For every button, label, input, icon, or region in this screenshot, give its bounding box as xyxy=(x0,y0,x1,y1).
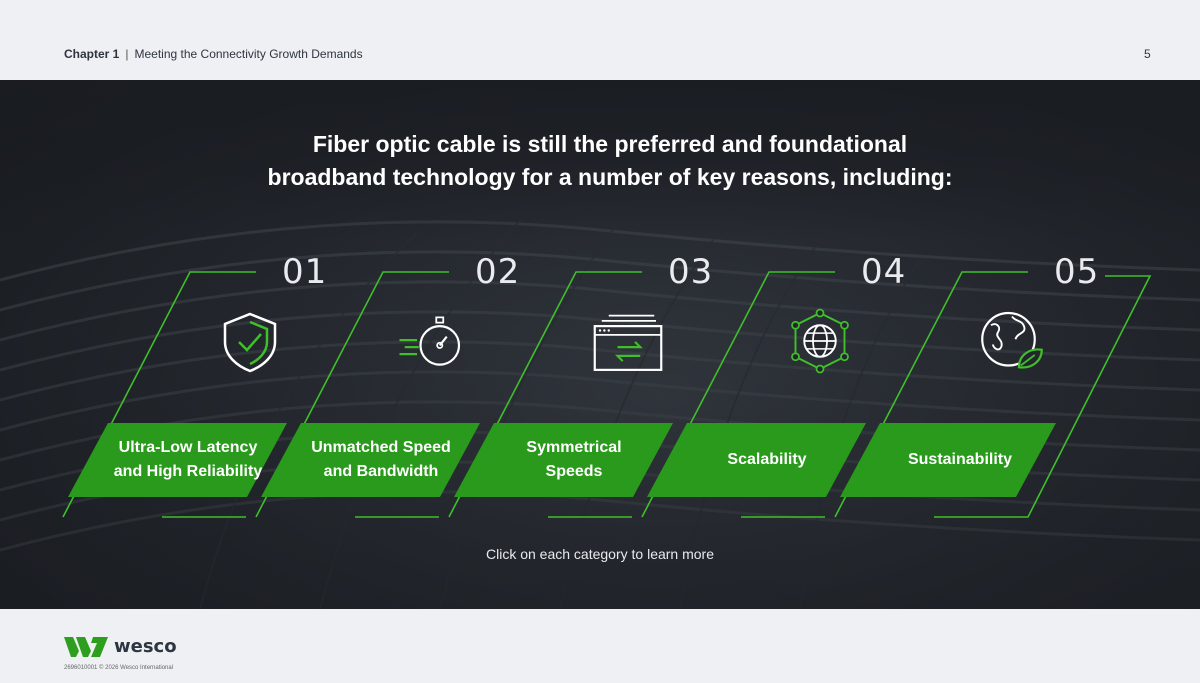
hero-panel: Fiber optic cable is still the preferred… xyxy=(0,80,1200,609)
category-label: Unmatched Speed and Bandwidth xyxy=(281,423,481,497)
category-label-line-1: Scalability xyxy=(727,451,807,468)
category-cards: 01 Ultra-Low Latency and High Reliability… xyxy=(0,80,1200,609)
category-number: 01 xyxy=(282,252,328,292)
card-frame-lines xyxy=(62,271,1152,518)
chapter-title: Meeting the Connectivity Growth Demands xyxy=(134,47,363,61)
wesco-logo: wesco xyxy=(64,636,177,657)
chapter-label: Chapter 1 xyxy=(64,47,120,61)
cable-spool-background xyxy=(0,80,1200,609)
headline-line-1: Fiber optic cable is still the preferred… xyxy=(312,131,908,157)
brand-name: wesco xyxy=(114,636,177,657)
wesco-w-icon xyxy=(64,636,108,657)
category-label-line-1: Symmetrical xyxy=(526,439,622,456)
page-number: 5 xyxy=(1144,47,1151,61)
shield-check-icon xyxy=(223,312,277,373)
category-card-sustainability[interactable]: 05 Sustainability xyxy=(832,80,1098,609)
category-number: 03 xyxy=(668,252,714,292)
headline-line-2: broadband technology for a number of key… xyxy=(267,164,953,190)
category-card-latency[interactable]: 01 Ultra-Low Latency and High Reliability xyxy=(60,80,326,609)
hero-headline: Fiber optic cable is still the preferred… xyxy=(150,128,1070,194)
category-label: Ultra-Low Latency and High Reliability xyxy=(88,423,288,497)
category-label-line-1: Ultra-Low Latency xyxy=(118,439,258,456)
category-label-line-2: Speeds xyxy=(545,463,603,480)
category-number: 04 xyxy=(861,252,907,292)
click-instruction: Click on each category to learn more xyxy=(486,546,714,562)
category-card-scalability[interactable]: 04 Scalability xyxy=(639,80,905,609)
page-footer: wesco 2696010001 © 2026 Wesco Internatio… xyxy=(0,609,1200,683)
category-label: Scalability xyxy=(667,423,867,497)
network-globe-icon xyxy=(791,308,849,374)
category-number: 02 xyxy=(475,252,521,292)
copyright-text: 2696010001 © 2026 Wesco International xyxy=(64,665,174,671)
stopwatch-icon xyxy=(399,316,461,366)
category-label-line-2: and Bandwidth xyxy=(323,463,439,480)
browser-arrows-icon xyxy=(593,314,663,371)
category-label: Sustainability xyxy=(860,423,1060,497)
earth-leaf-icon xyxy=(981,311,1043,369)
category-label-line-1: Unmatched Speed xyxy=(311,439,451,456)
category-label-line-1: Sustainability xyxy=(907,451,1013,468)
category-number: 05 xyxy=(1054,252,1100,292)
category-label-line-2: and High Reliability xyxy=(113,463,263,480)
chapter-breadcrumb: Chapter 1 | Meeting the Connectivity Growt… xyxy=(64,47,363,61)
page-header: Chapter 1 | Meeting the Connectivity Growt… xyxy=(0,0,1200,80)
breadcrumb-separator: | xyxy=(125,47,129,61)
category-card-speed[interactable]: 02 Unmatched Speed and Bandwidth xyxy=(253,80,519,609)
